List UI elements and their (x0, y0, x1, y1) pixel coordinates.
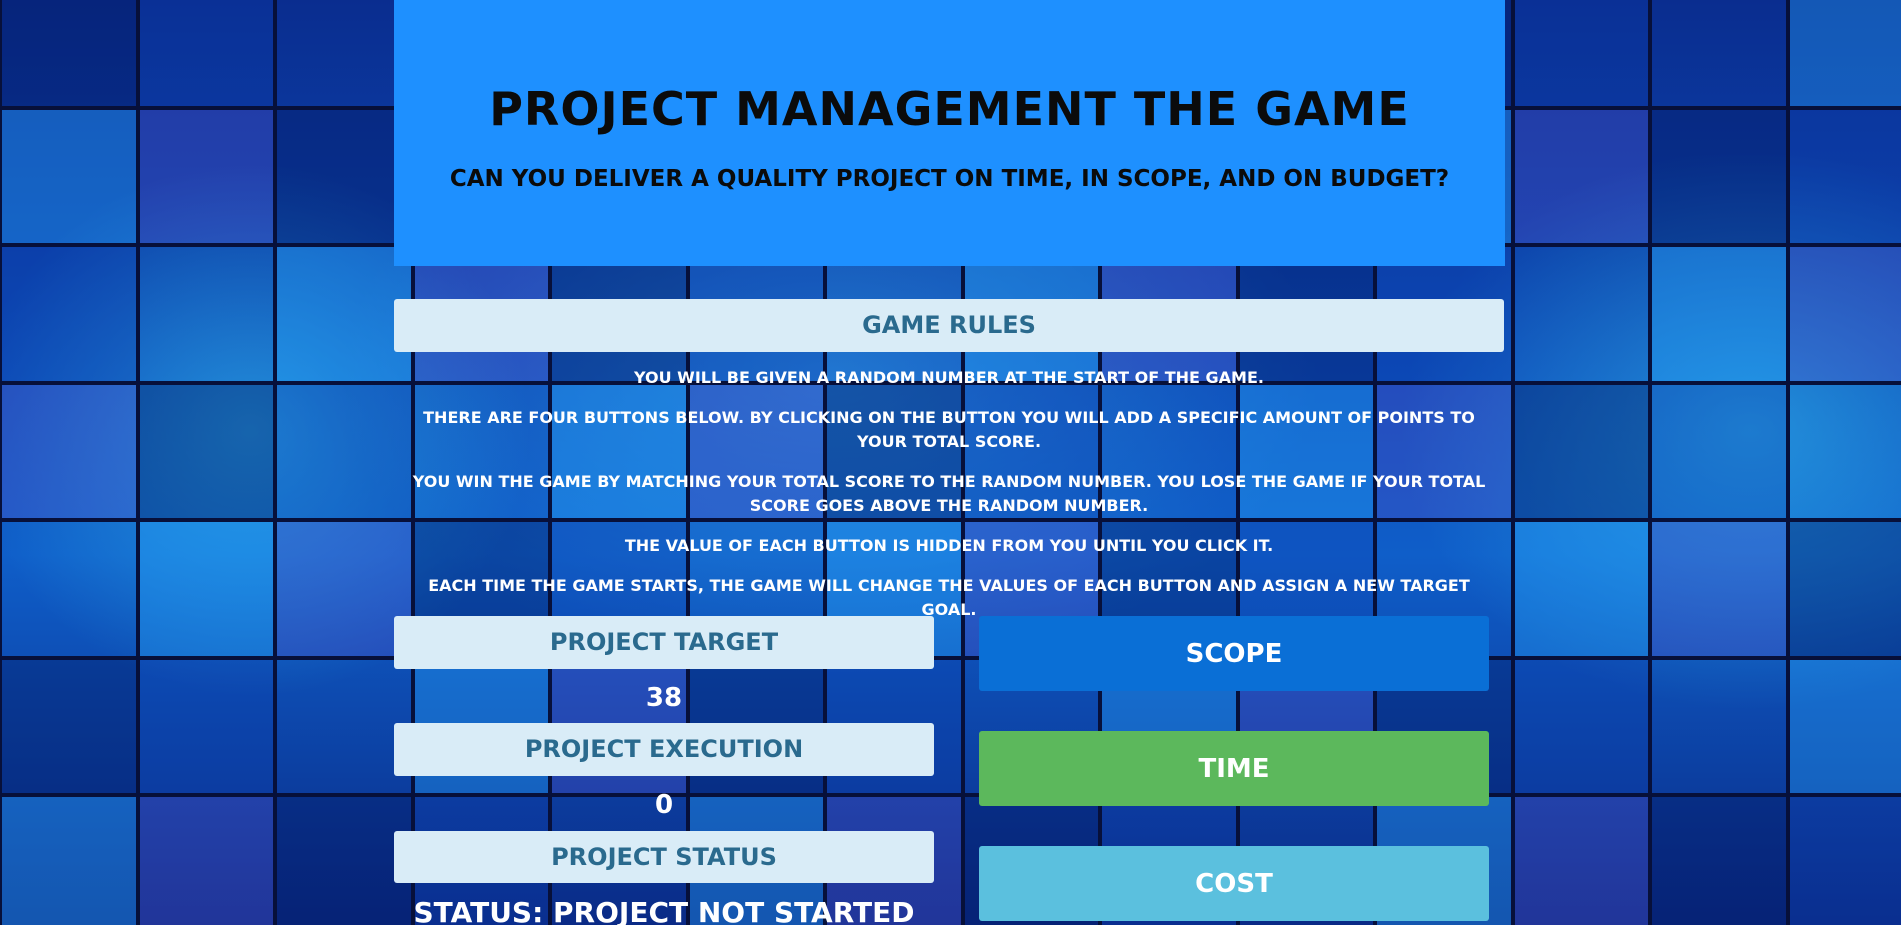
background-tile (1650, 795, 1788, 925)
project-execution-value: 0 (654, 790, 674, 820)
project-target-label: Project Target (394, 616, 934, 669)
background-tile (1787, 0, 1901, 108)
background-tile (1787, 795, 1901, 925)
background-tile (1100, 382, 1238, 520)
background-tile (137, 657, 275, 795)
background-tile (1512, 107, 1650, 245)
background-tile (0, 657, 138, 795)
background-tile (275, 657, 413, 795)
page-subtitle: Can you deliver a quality project on tim… (449, 166, 1450, 192)
background-tile (1650, 0, 1788, 108)
background-tile (1787, 107, 1901, 245)
rule-line: You will be given a random number at the… (634, 368, 1264, 387)
background-tile (0, 520, 138, 658)
background-tile (687, 382, 825, 520)
rule-line: You win the game by matching your total … (412, 472, 1486, 515)
background-tile (0, 795, 138, 925)
background-tile (1787, 245, 1901, 383)
background-tile (1512, 795, 1650, 925)
background-tile (1787, 382, 1901, 520)
background-tile (1512, 520, 1650, 658)
background-tile (275, 0, 413, 108)
rule-line: The value of each button is hidden from … (624, 536, 1274, 555)
background-tile (275, 382, 413, 520)
background-tile (962, 382, 1100, 520)
background-tile (1375, 382, 1513, 520)
game-rules-heading: Game Rules (394, 299, 1504, 352)
background-tile (1237, 382, 1375, 520)
background-tile (1512, 657, 1650, 795)
cost-button[interactable]: Cost (979, 846, 1489, 921)
background-tile (0, 245, 138, 383)
scope-button[interactable]: Scope (979, 616, 1489, 691)
background-tile (0, 0, 138, 108)
background-tile (275, 107, 413, 245)
time-button[interactable]: Time (979, 731, 1489, 806)
background-tile (1650, 107, 1788, 245)
background-tile (137, 245, 275, 383)
rule-line: There are four buttons below. By clickin… (423, 408, 1475, 451)
background-tile (1650, 520, 1788, 658)
background-tile (412, 382, 550, 520)
background-tile (825, 382, 963, 520)
background-tile (137, 795, 275, 925)
background-tile (1650, 382, 1788, 520)
project-target-value: 38 (645, 683, 683, 713)
background-tile (1650, 245, 1788, 383)
background-tile (550, 382, 688, 520)
background-tile (1512, 0, 1650, 108)
page-title: Project Management The Game (489, 82, 1410, 136)
header-panel: Project Management The Game Can you deli… (394, 0, 1505, 266)
background-tile (0, 107, 138, 245)
background-tile (137, 107, 275, 245)
rule-line: Each time the game starts, the game will… (428, 576, 1470, 619)
background-tile (1512, 245, 1650, 383)
background-tile (1650, 657, 1788, 795)
background-tile (1787, 520, 1901, 658)
background-tile (275, 795, 413, 925)
background-tile (1512, 382, 1650, 520)
project-status-text: Status: Project not started (413, 896, 915, 925)
background-tile (275, 245, 413, 383)
background-tile (137, 0, 275, 108)
background-tile (1787, 657, 1901, 795)
background-tile (0, 382, 138, 520)
background-tile (275, 520, 413, 658)
project-status-label: Project Status (394, 831, 934, 883)
game-rules-text: You will be given a random number at the… (404, 366, 1494, 638)
background-tile (137, 520, 275, 658)
project-execution-label: Project Execution (394, 723, 934, 776)
background-tile (137, 382, 275, 520)
